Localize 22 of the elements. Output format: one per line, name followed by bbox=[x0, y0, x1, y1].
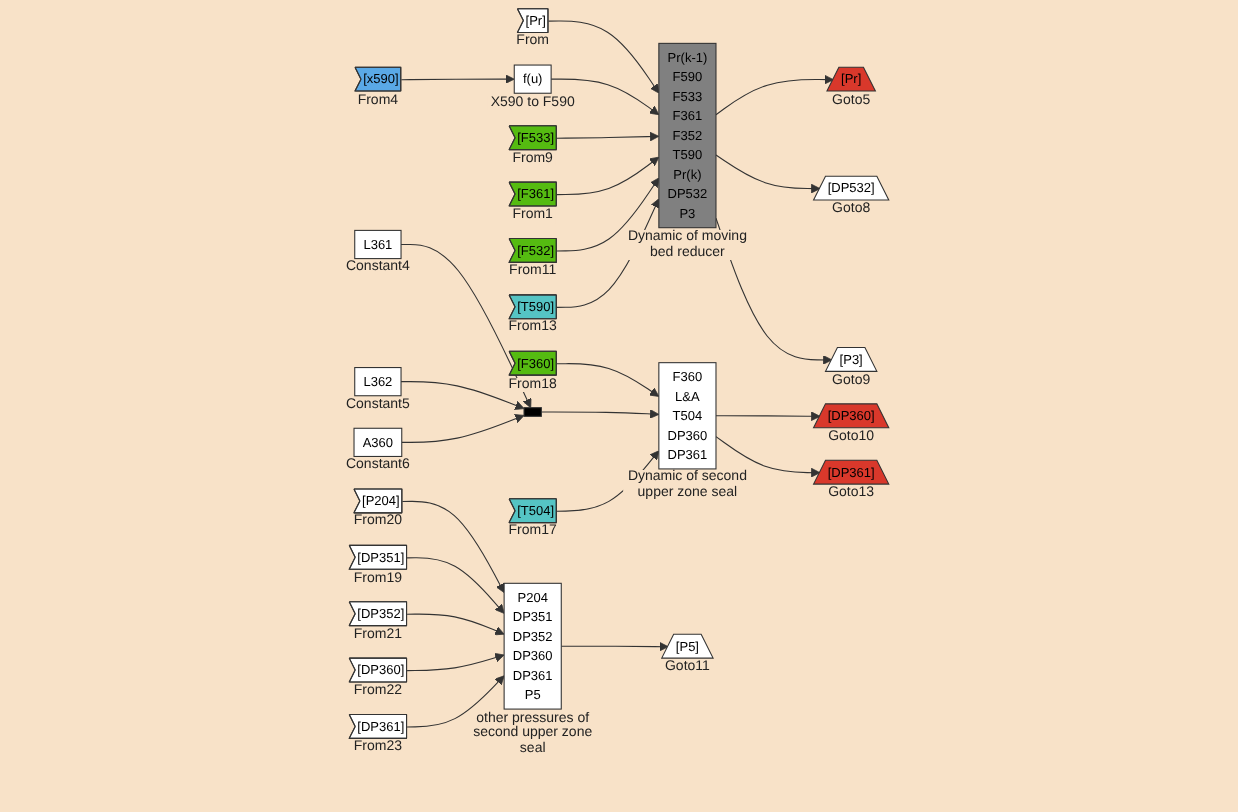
node-bar bbox=[523, 407, 542, 417]
arrow bbox=[715, 74, 834, 116]
arrow bbox=[547, 20, 660, 94]
arrow bbox=[715, 436, 821, 478]
arrow bbox=[406, 653, 505, 672]
arrow bbox=[715, 154, 821, 194]
arrow bbox=[540, 409, 660, 419]
arrow bbox=[406, 613, 505, 636]
arrow bbox=[556, 177, 660, 252]
arrow bbox=[556, 156, 660, 196]
arrow bbox=[556, 131, 660, 142]
arrow bbox=[715, 411, 821, 422]
arrow bbox=[406, 675, 505, 728]
arrow bbox=[400, 243, 532, 409]
arrow bbox=[401, 500, 505, 593]
arrow bbox=[560, 641, 669, 652]
arrow bbox=[406, 557, 505, 614]
arrow bbox=[556, 363, 660, 397]
arrow bbox=[550, 78, 660, 116]
arrow bbox=[400, 381, 525, 410]
arrow bbox=[400, 74, 515, 84]
arrow bbox=[401, 414, 525, 443]
